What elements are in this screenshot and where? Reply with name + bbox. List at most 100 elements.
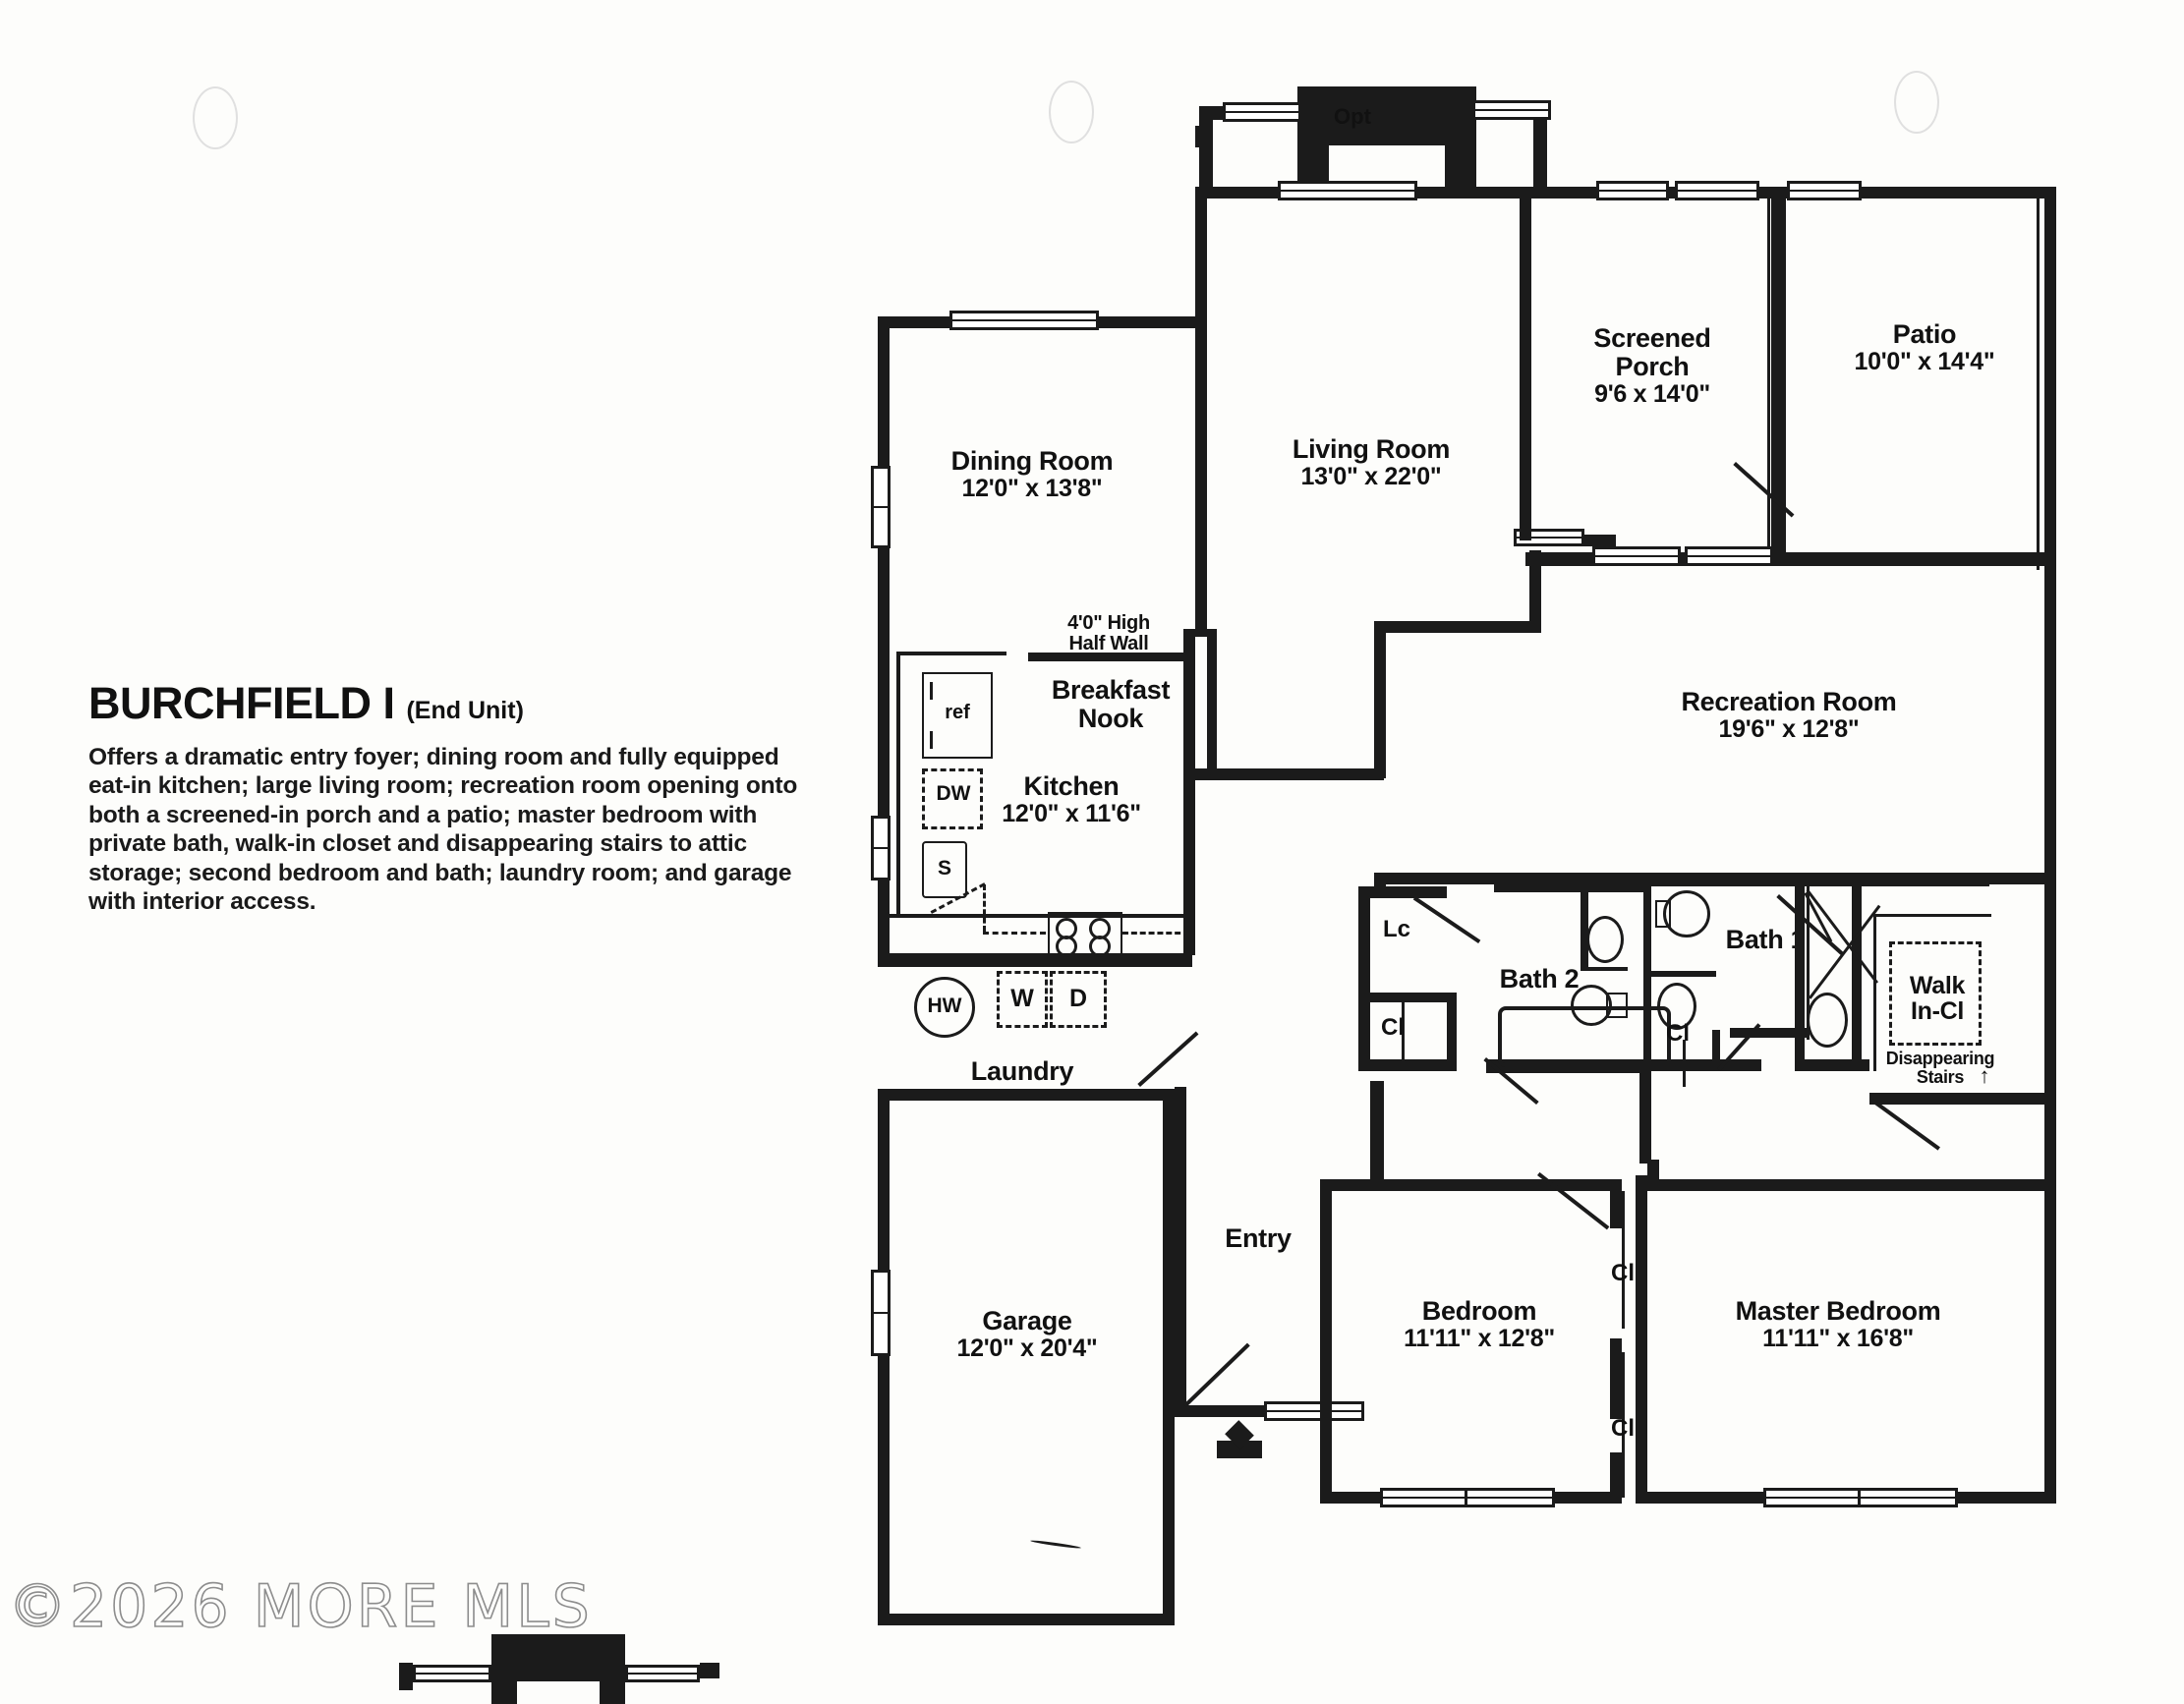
toilet-bath2-bowl: [1571, 985, 1612, 1026]
water-heater-label: HW: [927, 994, 962, 1017]
sink-bath2-icon: [1586, 916, 1624, 963]
window-entry-front: [1264, 1401, 1364, 1421]
plan-title-row: BURCHFIELD I (End Unit): [88, 678, 806, 729]
hole-punch-left: [193, 86, 238, 149]
plan-description: Offers a dramatic entry foyer; dining ro…: [88, 744, 798, 915]
sink-label: S: [937, 857, 951, 880]
window-bedroom-b: [1465, 1488, 1555, 1507]
wall-closet-upper-stub: [1610, 1179, 1622, 1228]
door-laundry-swing: [1137, 1031, 1199, 1087]
vanity-bath2-edge: [1581, 967, 1628, 971]
toilet-bath1-bowl: [1663, 890, 1710, 937]
closet-bedroom-lower-label: Cl: [1611, 1415, 1635, 1442]
dryer-icon: [1050, 971, 1107, 1028]
dryer-label: D: [1068, 985, 1088, 1012]
label-laundry: Laundry: [970, 1056, 1074, 1086]
label-master-bedroom: Master Bedroom 11'11" x 16'8": [1735, 1296, 1941, 1353]
wall-shower-bottom: [1795, 1059, 1869, 1071]
wall-bath2-top: [1494, 880, 1651, 892]
vanity-bath1-top: [1649, 971, 1716, 977]
toilet-master-icon: [1807, 993, 1848, 1048]
walk-in-closet-label: Walk In-Cl: [1909, 972, 1966, 1026]
refrigerator-label: ref: [945, 702, 970, 723]
window-garage-left: [871, 1270, 891, 1356]
line-porch-divider-inner: [1767, 197, 1770, 562]
wall-master-right: [2044, 1179, 2056, 1504]
wall-dining-living-div-b: [1195, 546, 1207, 637]
closet-bath2-label: Cl: [1381, 1014, 1405, 1041]
wall-lc-divider: [1358, 993, 1457, 1002]
wall-master-top: [1647, 1179, 2056, 1191]
window-bedroom-a: [1380, 1488, 1470, 1507]
label-garage: Garage 12'0" x 20'4": [956, 1306, 1098, 1363]
closet-rod-lower: [1622, 1352, 1625, 1498]
label-bath1: Bath 1: [1725, 925, 1806, 954]
wall-cl-bottom: [1358, 1059, 1457, 1071]
washer-label: W: [1010, 985, 1034, 1012]
wall-living-bottom: [1195, 768, 1384, 780]
wall-dining-living-div-a: [1195, 391, 1207, 458]
sink-bath1-icon: [1657, 983, 1696, 1030]
toilet-bath1-tank: [1655, 900, 1671, 928]
wall-master-entry-stub: [1647, 1160, 1659, 1191]
hole-punch-center: [1049, 81, 1094, 143]
wall-master-bath-divider: [1730, 1028, 1807, 1038]
shower-inner-line: [1807, 884, 1810, 1040]
wall-bath2-vanity-side: [1581, 884, 1588, 969]
copyright-watermark: ©2026 MORE MLS: [7, 1571, 593, 1642]
wall-living-bottom-right: [1374, 629, 1386, 778]
wall-shower-left: [1795, 880, 1805, 1063]
wall-cl-right: [1447, 993, 1457, 1069]
counter-kitchen: [890, 914, 1184, 918]
sink-icon: [922, 841, 967, 898]
wall-shower-right: [1852, 880, 1862, 1063]
window-porch-top-a: [1596, 181, 1669, 200]
label-patio: Patio 10'0" x 14'4": [1854, 319, 1995, 376]
closet-bath1-label: Cl: [1666, 1020, 1690, 1047]
window-master-b: [1858, 1488, 1958, 1507]
plan-description-block: BURCHFIELD I (End Unit) Offers a dramati…: [88, 678, 806, 916]
wall-porch-patio-divider: [1771, 187, 1783, 564]
window-master-a: [1763, 1488, 1864, 1507]
closet-bedroom-upper-label: Cl: [1611, 1260, 1635, 1286]
label-bath2: Bath 2: [1499, 964, 1580, 994]
optional-label: Opt: [1334, 104, 1371, 129]
disappearing-stairs-note: Disappearing Stairs: [1885, 1049, 1995, 1087]
wall-bath1-left: [1643, 880, 1651, 1073]
walk-in-closet-outline: [1873, 914, 1991, 1071]
window-dining-left: [871, 466, 891, 548]
wall-laundry-bottom: [878, 1089, 1163, 1101]
wall-bedroom-closet-right: [1636, 1175, 1647, 1504]
wall-living-right-upper: [1520, 187, 1531, 540]
wall-bedroom-left: [1320, 1179, 1332, 1504]
wall-bath1-bottom: [1643, 1059, 1761, 1071]
stairs-arrow-icon: ↑: [1979, 1063, 1990, 1088]
wall-bath1-closet-side: [1712, 1030, 1720, 1069]
line-patio-right-inner: [2037, 197, 2040, 570]
window-dining-top: [949, 311, 1099, 330]
label-kitchen: Kitchen 12'0" x 11'6": [1002, 771, 1141, 828]
cabinet-dash-left: [983, 932, 1046, 935]
wall-rec-notch: [1529, 550, 1541, 629]
dishwasher-label: DW: [936, 782, 971, 805]
refrigerator-handle-bottom: [930, 731, 933, 749]
garage-floor-mark: [1030, 1539, 1081, 1550]
refrigerator-icon: [922, 672, 993, 759]
label-screened-porch: Screened Porch 9'6 x 14'0": [1593, 323, 1711, 409]
wall-entry-left: [1175, 1087, 1186, 1411]
wall-lc-top: [1358, 886, 1447, 898]
window-porch-bottom: [1514, 529, 1584, 546]
plan-variant: (End Unit): [406, 697, 524, 724]
wall-lc-left: [1358, 886, 1370, 1069]
wall-hall-right: [1639, 1073, 1651, 1164]
hole-punch-right: [1894, 71, 1939, 134]
half-wall-note: 4'0" High Half Wall: [1067, 612, 1150, 654]
label-living-room: Living Room 13'0" x 22'0": [1292, 434, 1451, 491]
dishwasher-icon: [922, 768, 983, 829]
wall-living-lower-left: [1207, 629, 1217, 776]
walk-in-closet-shelf: [1889, 941, 1982, 1046]
half-wall: [1028, 653, 1185, 661]
toilet-bath2-tank: [1606, 993, 1628, 1018]
cabinet-dash-corner: [983, 884, 986, 932]
